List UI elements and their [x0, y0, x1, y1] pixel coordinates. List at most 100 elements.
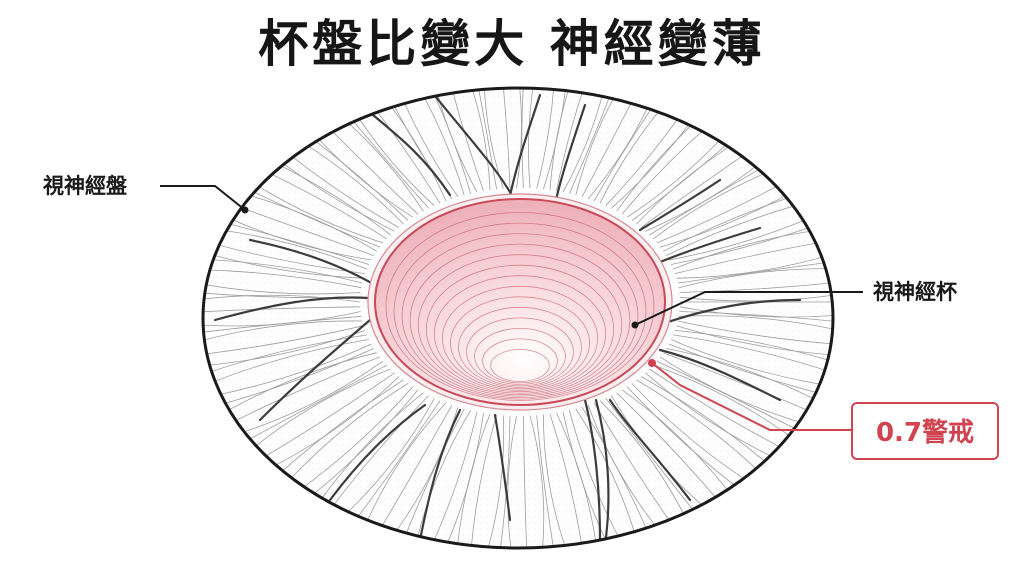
nerve-fiber — [362, 402, 447, 533]
cup-contour — [425, 264, 615, 394]
nerve-fiber — [677, 258, 833, 284]
nerve-fiber — [203, 325, 364, 357]
nerve-fiber — [656, 360, 811, 438]
nerve-fiber — [679, 306, 833, 318]
cup-contour — [417, 254, 623, 396]
nerve-fiber — [621, 389, 738, 503]
nerve-fiber — [244, 368, 391, 456]
warning-callout: 0.7警戒 — [648, 359, 999, 460]
nerve-fiber — [549, 88, 585, 191]
nerve-fiber — [677, 320, 833, 346]
nerve-fiber — [587, 88, 666, 200]
page-title: 杯盤比變大 神經變薄 — [258, 15, 766, 73]
nerve-fiber — [221, 356, 380, 428]
nerve-fiber — [536, 415, 556, 548]
nerve-fiber — [521, 88, 528, 189]
nerve-fiber — [631, 383, 759, 489]
cup-contour — [441, 285, 598, 391]
nerve-fiber — [549, 413, 585, 548]
nerve-fiber — [203, 339, 369, 388]
nerve-fiber — [528, 88, 542, 189]
nerve-fiber — [599, 400, 691, 528]
nerve-fiber — [203, 279, 361, 295]
nerve-fiber — [581, 88, 653, 198]
warning-label: 0.7警戒 — [876, 417, 974, 448]
nerve-fiber — [253, 372, 395, 464]
nerve-fiber — [203, 334, 367, 378]
cup-contour — [401, 233, 639, 399]
nerve-fiber — [498, 88, 511, 189]
nerve-fiber — [593, 88, 678, 202]
nerve-fiber — [337, 398, 435, 522]
nerve-fiber — [678, 315, 833, 335]
cup-contour — [393, 222, 647, 400]
warning-box — [851, 402, 999, 460]
nerve-fiber — [469, 88, 497, 190]
nerve-fiber — [292, 386, 414, 496]
nerve-fiber — [569, 88, 626, 194]
nerve-fiber — [556, 412, 598, 548]
nerve-fiber — [645, 372, 787, 464]
nerve-fiber — [455, 88, 491, 191]
nerve-fiber — [536, 88, 556, 189]
nerve-fiber — [428, 88, 478, 193]
nerve-fiber — [469, 414, 497, 548]
nerve-fiber — [484, 415, 505, 548]
nerve-fiber — [215, 352, 377, 418]
nerve-fiber — [203, 311, 361, 327]
nerve-fiber — [414, 410, 471, 548]
nerve-fiber — [236, 364, 387, 447]
nerve-fiber — [605, 398, 703, 522]
nerve-fiber — [679, 279, 833, 293]
nerve-fiber — [229, 360, 384, 438]
nerve-fiber — [523, 415, 528, 548]
optic-cup — [367, 193, 673, 411]
cup-contour — [466, 317, 574, 387]
nerve-fiber — [203, 343, 372, 399]
nerve-fiber — [556, 88, 598, 192]
nerve-fiber — [401, 408, 465, 546]
nerve-fiber — [626, 386, 748, 496]
cup-contour — [474, 327, 566, 385]
nerve-fiber — [640, 376, 778, 473]
nerve-fiber — [512, 88, 522, 189]
nerve-fiber — [581, 406, 653, 542]
nerve-fiber — [203, 330, 366, 368]
nerve-fiber — [325, 395, 429, 516]
cup-contour — [433, 275, 607, 393]
nerve-fiber — [203, 306, 361, 314]
cup-callout: 視神經杯 — [631, 280, 957, 329]
disc-label: 視神經盤 — [42, 174, 128, 198]
cup-contour — [385, 212, 655, 401]
nerve-fiber — [442, 88, 484, 192]
nerve-fiber — [649, 368, 796, 456]
cup-label: 視神經杯 — [872, 280, 957, 304]
nerve-fiber — [442, 412, 484, 548]
nerve-fiber — [593, 402, 678, 533]
nerve-fiber — [569, 410, 626, 548]
nerve-fiber — [653, 364, 804, 447]
nerve-fiber — [428, 411, 478, 548]
nerve-fiber — [483, 88, 504, 189]
nerve-fiber — [387, 88, 459, 198]
nerve-fiber — [562, 88, 612, 193]
nerve-fiber — [271, 379, 404, 481]
nerve-fiber — [209, 348, 374, 409]
nerve-fiber — [203, 294, 361, 303]
nerve-fiber — [678, 268, 833, 289]
nerve-fiber — [262, 376, 400, 473]
cup-contour — [458, 306, 582, 388]
nerve-fiber — [349, 400, 441, 528]
nerve-fiber — [575, 408, 639, 546]
nerve-fiber — [374, 405, 453, 538]
disc-callout: 視神經盤 — [42, 174, 249, 214]
nerve-fiber — [616, 392, 726, 510]
nerve-fiber — [529, 415, 545, 548]
cup-contour — [449, 296, 590, 390]
nerve-fiber — [636, 379, 769, 481]
blood-vessels — [213, 90, 802, 547]
cup-contour — [409, 243, 631, 397]
cup-contour — [490, 349, 550, 382]
nerve-fiber — [314, 392, 424, 510]
